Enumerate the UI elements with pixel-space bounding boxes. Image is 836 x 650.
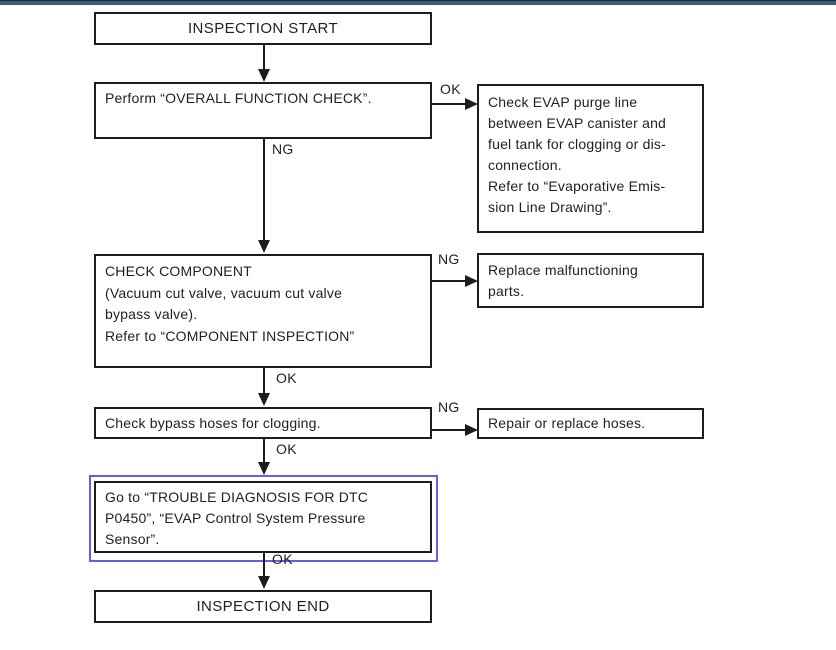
connector-goto-to-end	[263, 553, 265, 576]
edge-label-overall-ok: OK	[440, 81, 461, 97]
node-replace-parts-text: parts.	[488, 283, 525, 299]
node-evap-purge-line: Check EVAP purge line between EVAP canis…	[477, 84, 704, 233]
node-goto-trouble-diagnosis-text: P0450”, “EVAP Control System Pressure	[105, 510, 366, 526]
node-replace-parts: Replace malfunctioning parts.	[477, 253, 704, 308]
edge-label-component-ok: OK	[276, 370, 297, 386]
node-evap-purge-line-text: fuel tank for clogging or dis-	[488, 136, 666, 152]
node-check-bypass-hoses-label: Check bypass hoses for clogging.	[105, 414, 321, 431]
edge-label-hoses-ok: OK	[276, 441, 297, 457]
node-inspection-end-label: INSPECTION END	[196, 598, 330, 615]
connector-start-to-overall	[263, 45, 265, 69]
node-overall-function-check-label: Perform “OVERALL FUNCTION CHECK”.	[105, 90, 372, 106]
node-goto-trouble-diagnosis[interactable]: Go to “TROUBLE DIAGNOSIS FOR DTC P0450”,…	[94, 481, 432, 553]
arrowhead-right-icon	[465, 424, 478, 436]
selected-link-highlight[interactable]: Go to “TROUBLE DIAGNOSIS FOR DTC P0450”,…	[89, 475, 438, 562]
node-goto-trouble-diagnosis-text: Go to “TROUBLE DIAGNOSIS FOR DTC	[105, 489, 369, 505]
node-inspection-start: INSPECTION START	[94, 12, 432, 45]
node-evap-purge-line-text: Check EVAP purge line	[488, 94, 638, 110]
arrowhead-down-icon	[258, 393, 270, 406]
node-check-component-text: bypass valve).	[105, 306, 198, 322]
edge-label-goto-ok: OK	[272, 551, 293, 567]
node-inspection-end: INSPECTION END	[94, 590, 432, 623]
connector-overall-to-purge	[432, 103, 466, 105]
node-check-component-text: Refer to “COMPONENT INSPECTION”	[105, 327, 355, 344]
connector-hoses-to-goto	[263, 439, 265, 462]
connector-component-to-hoses	[263, 368, 265, 393]
connector-overall-to-component	[263, 139, 265, 240]
arrowhead-down-icon	[258, 576, 270, 589]
arrowhead-down-icon	[258, 69, 270, 82]
node-evap-purge-line-text: connection.	[488, 157, 562, 173]
node-check-bypass-hoses: Check bypass hoses for clogging.	[94, 407, 432, 439]
node-evap-purge-line-text: between EVAP canister and	[488, 115, 667, 131]
edge-label-overall-ng: NG	[272, 141, 294, 157]
node-evap-purge-line-text: Refer to “Evaporative Emis-	[488, 178, 666, 194]
node-repair-hoses-label: Repair or replace hoses.	[488, 415, 646, 431]
arrowhead-down-icon	[258, 462, 270, 475]
node-check-component-text: CHECK COMPONENT	[105, 263, 252, 279]
arrowhead-right-icon	[465, 98, 478, 110]
edge-label-hoses-ng: NG	[438, 399, 460, 415]
node-inspection-start-label: INSPECTION START	[187, 20, 339, 37]
node-check-component-text: (Vacuum cut valve, vacuum cut valve	[105, 284, 343, 301]
node-check-component: CHECK COMPONENT (Vacuum cut valve, vacuu…	[94, 254, 432, 368]
window-top-edge	[0, 0, 836, 5]
connector-component-to-replace	[432, 280, 466, 282]
edge-label-component-ng: NG	[438, 251, 460, 267]
node-overall-function-check: Perform “OVERALL FUNCTION CHECK”.	[94, 82, 432, 139]
node-replace-parts-text: Replace malfunctioning	[488, 262, 638, 278]
arrowhead-down-icon	[258, 240, 270, 253]
node-repair-hoses: Repair or replace hoses.	[477, 408, 704, 439]
connector-hoses-to-repair	[432, 429, 466, 431]
node-goto-trouble-diagnosis-text: Sensor”.	[105, 531, 160, 547]
node-evap-purge-line-text: sion Line Drawing”.	[488, 199, 612, 215]
arrowhead-right-icon	[465, 275, 478, 287]
